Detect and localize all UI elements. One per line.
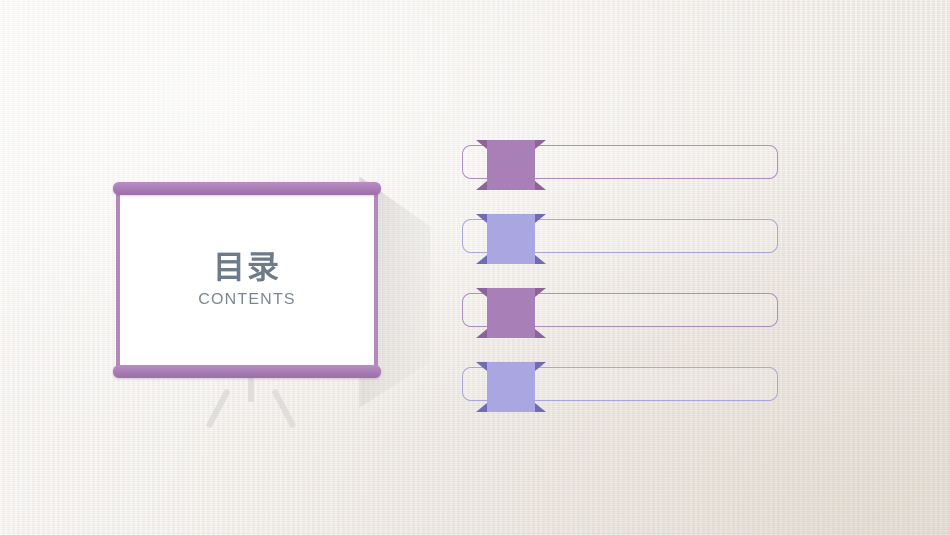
projector-bottom-bar — [113, 365, 381, 378]
ribbon-fold-top-left — [476, 362, 487, 371]
ribbon-fold-bottom-left — [476, 329, 487, 338]
list-item[interactable] — [462, 214, 780, 264]
ribbon-fold-top-right — [535, 288, 546, 297]
ribbon-fold-bottom-left — [476, 403, 487, 412]
contents-list — [462, 140, 787, 412]
ribbon-fold-top-right — [535, 362, 546, 371]
tripod-post — [248, 368, 254, 402]
ribbon-fold-bottom-right — [535, 255, 546, 264]
page-title: 目录 — [212, 249, 281, 286]
projector-text-block: 目录 CONTENTS — [120, 194, 374, 366]
ribbon-marker[interactable] — [476, 362, 546, 412]
ribbon-fold-top-left — [476, 288, 487, 297]
list-item[interactable] — [462, 140, 780, 190]
projector-screen[interactable]: 目录 CONTENTS — [113, 176, 431, 429]
ribbon-fold-bottom-right — [535, 329, 546, 338]
ribbon-body — [487, 214, 535, 264]
ribbon-marker[interactable] — [476, 140, 546, 190]
ribbon-marker[interactable] — [476, 214, 546, 264]
projector-top-bar — [113, 182, 381, 195]
projector-canvas — [120, 194, 374, 366]
ribbon-body — [487, 140, 535, 190]
list-item[interactable] — [462, 362, 780, 412]
ribbon-fold-top-left — [476, 214, 487, 223]
ribbon-fold-bottom-left — [476, 255, 487, 264]
page-subtitle: CONTENTS — [198, 290, 296, 308]
ribbon-body — [487, 288, 535, 338]
projector-rail-left — [116, 193, 121, 367]
ribbon-fold-top-left — [476, 140, 487, 149]
ribbon-marker[interactable] — [476, 288, 546, 338]
ribbon-body — [487, 362, 535, 412]
ribbon-fold-bottom-right — [535, 403, 546, 412]
list-item[interactable] — [462, 288, 780, 338]
ribbon-fold-top-right — [535, 214, 546, 223]
projector-rail-right — [373, 193, 378, 367]
ribbon-fold-bottom-right — [535, 181, 546, 190]
ribbon-fold-top-right — [535, 140, 546, 149]
ribbon-fold-bottom-left — [476, 181, 487, 190]
